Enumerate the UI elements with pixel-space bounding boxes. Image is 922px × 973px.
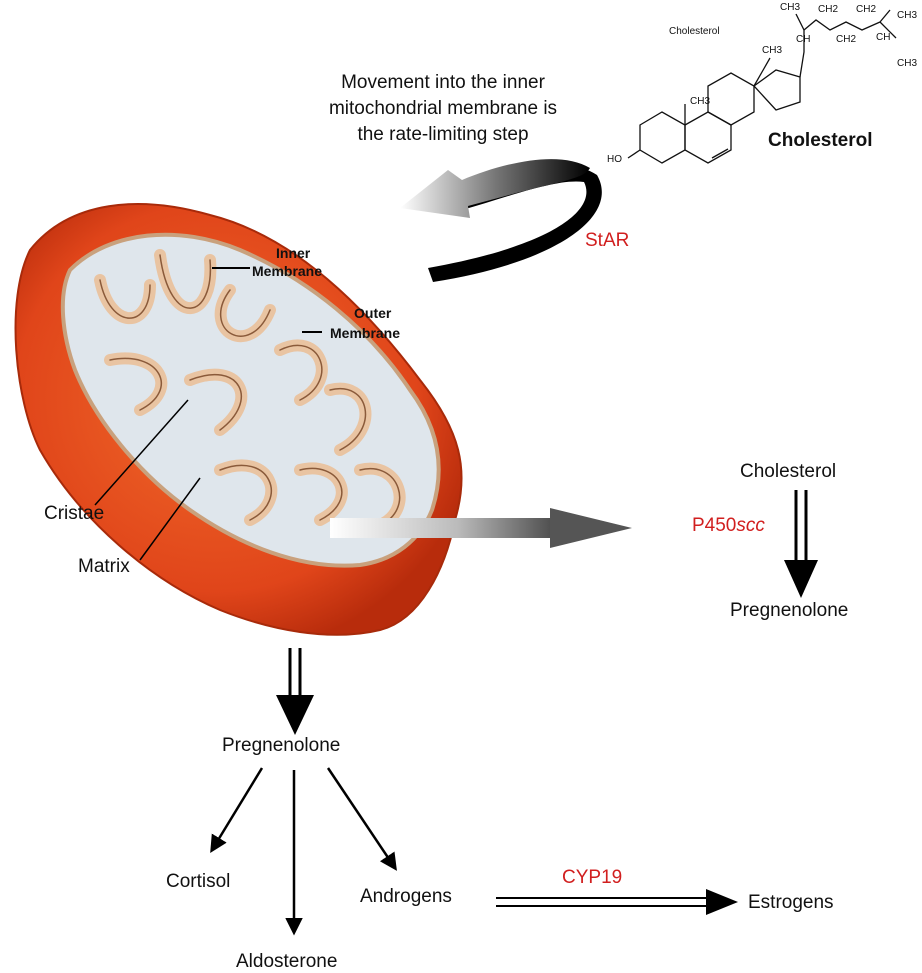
inner-membrane-label-line2: Membrane	[252, 263, 322, 279]
methyl-label-18: CH3	[762, 45, 782, 56]
cyp19-label: CYP19	[562, 867, 623, 888]
rate-limiting-note-line3: the rate-limiting step	[357, 124, 529, 145]
methylene-label-3: CH2	[856, 4, 876, 15]
arrow-to-androgens	[326, 767, 397, 871]
rate-limiting-note-line2: mitochondrial membrane is	[328, 98, 558, 119]
structure-caption: Cholesterol	[669, 26, 720, 37]
star-label: StAR	[585, 230, 630, 251]
rate-limiting-note-line1: Movement into the inner	[341, 72, 545, 93]
p450scc-label: P450scc	[692, 515, 765, 537]
arrow-to-cortisol	[210, 767, 264, 853]
matrix-label: Matrix	[78, 556, 130, 577]
cristae-label: Cristae	[44, 503, 105, 524]
star-curved-arrow	[400, 159, 602, 282]
methine-label-20: CH	[796, 34, 810, 45]
p450scc-suffix: scc	[736, 515, 765, 536]
estrogens-label: Estrogens	[748, 892, 834, 913]
hydroxyl-label: HO	[607, 154, 622, 165]
cortisol-label: Cortisol	[166, 871, 231, 892]
methyl-label-26: CH3	[897, 10, 917, 21]
mito-to-pregnenolone-arrow	[276, 648, 314, 735]
p450scc-prefix: P450	[692, 515, 737, 536]
right-pregnenolone-label: Pregnenolone	[730, 600, 849, 621]
outer-membrane-label-line1: Outer	[354, 305, 392, 321]
methyl-label-27: CH3	[897, 58, 917, 69]
aldosterone-label: Aldosterone	[236, 951, 338, 972]
methyl-label-19: CH3	[690, 96, 710, 107]
right-cholesterol-label: Cholesterol	[740, 461, 837, 482]
methine-label-25: CH	[876, 32, 890, 43]
androgens-label: Androgens	[360, 886, 452, 907]
methylene-label-1: CH2	[818, 4, 838, 15]
inner-membrane-label-line1: Inner	[276, 245, 311, 261]
pregnenolone-label: Pregnenolone	[222, 735, 341, 756]
cholesterol-title: Cholesterol	[768, 130, 873, 151]
p450scc-arrow	[784, 490, 818, 598]
cyp19-arrow	[496, 889, 738, 915]
cholesterol-structure	[627, 9, 897, 164]
methyl-label-21: CH3	[780, 2, 800, 13]
methylene-label-2: CH2	[836, 34, 856, 45]
cholesterol-structure-labels: Cholesterol HO CH3 CH3 CH3 CH3 CH3 CH2 C…	[607, 2, 917, 165]
outer-membrane-label-line2: Membrane	[330, 325, 400, 341]
rate-limiting-note: Movement into the inner mitochondrial me…	[298, 70, 588, 148]
gradient-arrow-right	[330, 508, 632, 548]
